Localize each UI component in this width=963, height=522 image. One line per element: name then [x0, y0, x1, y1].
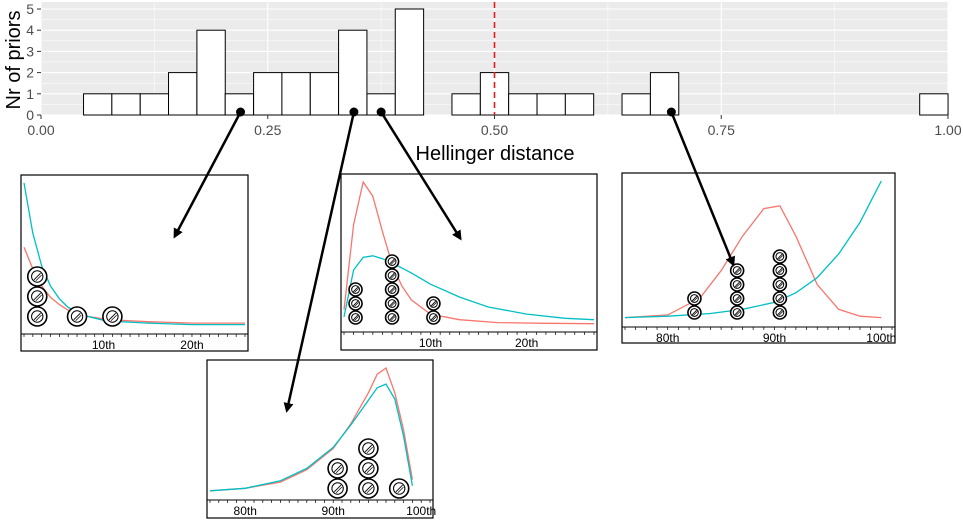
connector-arrow: [670, 111, 736, 267]
histogram-bar: [394, 8, 425, 116]
histogram-bar: [111, 93, 141, 116]
x-tick-label: 1.00: [934, 122, 961, 138]
observation-marker: [384, 282, 400, 297]
x-tick-label: 0.00: [27, 122, 54, 138]
observation-marker: [66, 306, 88, 327]
inset-plot-high-percentile-b: 80th 90th 100th: [621, 172, 896, 345]
observation-marker: [358, 438, 379, 459]
inset-plot-low-percentile-b: 10th 20th: [340, 173, 598, 351]
observation-marker: [729, 277, 745, 292]
observation-marker: [729, 291, 745, 306]
observation-marker: [102, 306, 123, 327]
histogram-bar: [168, 72, 198, 116]
histogram-bar: [919, 93, 949, 116]
observation-marker: [384, 254, 400, 269]
inset-tick-label: 20th: [515, 336, 538, 350]
observation-marker: [772, 277, 788, 292]
y-tick-label: 0: [26, 107, 34, 123]
inset-tick-label: 100th: [406, 504, 436, 518]
inset-density-curve: [343, 180, 595, 325]
inset-tick-label: 90th: [322, 504, 345, 518]
x-tick-label: 0.25: [254, 122, 281, 138]
observation-marker: [358, 458, 379, 479]
connector-arrow: [380, 111, 462, 241]
x-axis-ticks: 0.00 0.25 0.50 0.75 1.00: [27, 115, 962, 138]
x-axis-title: Hellinger distance: [416, 143, 575, 165]
inset-tick-label: 90th: [763, 331, 786, 345]
histogram-bar: [309, 72, 340, 116]
inset-frame: [20, 174, 249, 352]
observation-marker: [327, 478, 348, 499]
observation-marker: [348, 282, 363, 297]
inset-tick-label: 20th: [180, 338, 203, 352]
y-tick-label: 2: [26, 65, 34, 81]
y-tick-label: 5: [26, 1, 34, 17]
y-tick-label: 1: [26, 86, 34, 102]
inset-density-curve: [209, 383, 414, 492]
observation-marker: [26, 266, 48, 287]
inset-tick-label: 80th: [234, 504, 257, 518]
observation-marker: [327, 458, 348, 479]
histogram-bar: [338, 29, 368, 116]
histogram-bar: [564, 93, 595, 116]
observation-marker: [772, 263, 788, 278]
x-tick-label: 0.75: [708, 122, 735, 138]
inset-tick-label: 80th: [656, 331, 679, 345]
observation-marker: [348, 296, 363, 311]
observation-marker: [426, 310, 441, 325]
observation-marker: [384, 310, 400, 325]
connector-arrow: [173, 111, 242, 239]
observation-marker: [384, 296, 400, 311]
connector-arrow: [283, 111, 356, 413]
observation-marker: [358, 478, 379, 499]
inset-plot-low-percentile-a: 10th 20th: [20, 174, 249, 352]
observation-marker: [348, 310, 363, 325]
observation-marker: [772, 305, 788, 320]
observation-marker: [687, 291, 702, 306]
observation-marker: [772, 291, 788, 306]
observation-marker: [729, 305, 745, 320]
inset-plot-high-percentile-a: 80th 90th 100th: [206, 359, 436, 519]
inset-frame: [621, 172, 896, 344]
observation-marker: [729, 263, 745, 278]
y-axis-title: Nr of priors: [3, 11, 25, 110]
histogram-bar: [649, 72, 680, 116]
inset-tick-label: 100th: [866, 331, 896, 345]
histogram-bar: [253, 72, 283, 116]
observation-marker: [772, 249, 788, 264]
histogram-bars: [83, 8, 949, 116]
histogram-bar: [451, 93, 481, 116]
y-tick-label: 3: [26, 43, 34, 59]
observation-marker: [26, 286, 48, 307]
inset-tick-label: 10th: [419, 336, 442, 350]
inset-density-curve: [343, 255, 595, 321]
x-tick-label: 0.50: [481, 122, 508, 138]
histogram-bar: [621, 93, 651, 116]
y-tick-label: 4: [26, 22, 34, 38]
histogram-bar: [196, 29, 226, 116]
histogram-bar: [139, 93, 170, 116]
connector-arrows: [173, 107, 736, 413]
observation-marker: [687, 305, 702, 320]
histogram-bar: [508, 93, 538, 116]
histogram-bar: [536, 93, 566, 116]
observation-marker: [384, 268, 400, 283]
observation-marker: [26, 306, 48, 327]
y-axis-ticks: 0 1 2 3 4 5: [26, 1, 41, 123]
histogram-bar: [281, 72, 311, 116]
histogram-panel: 0 1 2 3 4 5 0.00 0.25 0.50 0.75 1.00 Hellinger di…: [3, 1, 962, 165]
observation-marker: [388, 478, 410, 499]
inset-tick-label: 10th: [92, 338, 115, 352]
observation-marker: [426, 296, 441, 311]
inset-density-curve: [209, 366, 414, 492]
histogram-bar: [83, 93, 113, 116]
